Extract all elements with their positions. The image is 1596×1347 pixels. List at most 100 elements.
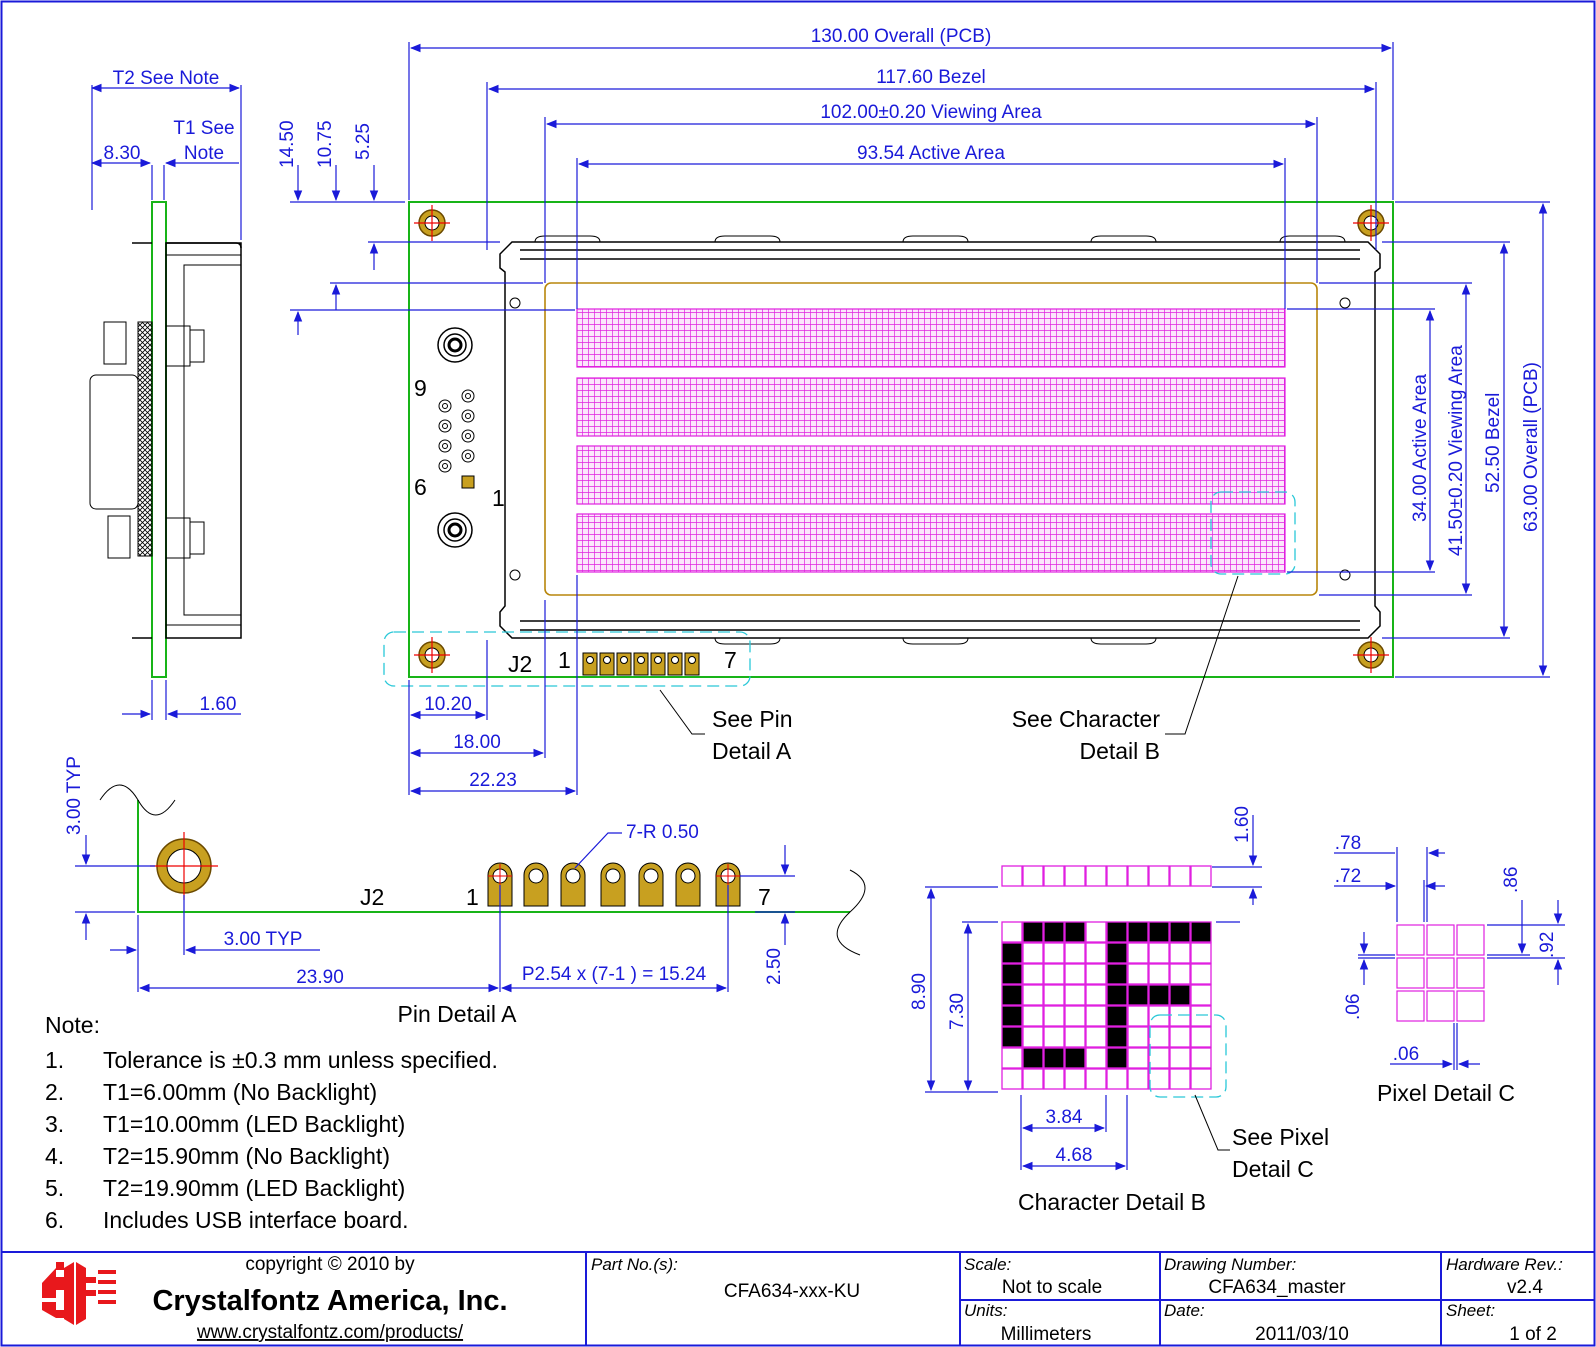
character-detail-b <box>1001 865 1212 1090</box>
char-pixel <box>1169 963 1191 985</box>
lcd-row-2 <box>576 377 1286 437</box>
side-bezel <box>165 242 242 639</box>
front-dims-top: 130.00 Overall (PCB) 117.60 Bezel 102.00… <box>277 26 1394 335</box>
pin-detail-pads <box>487 862 741 907</box>
pixel-detail-title: Pixel Detail C <box>1377 1080 1515 1106</box>
dim-pcb-thickness: 1.60 <box>200 694 237 715</box>
char-pixel <box>1127 921 1149 943</box>
char-pixel <box>1022 1068 1044 1090</box>
char-pixel <box>1022 921 1044 943</box>
front-view: 9 6 1 J2 1 7 See Pin Detail A See Charac… <box>383 201 1394 764</box>
j2-pin1-label: 1 <box>558 647 571 673</box>
note-4-text: T2=15.90mm (No Backlight) <box>103 1143 390 1169</box>
char-pixel <box>1127 942 1149 964</box>
lcd-row-3 <box>576 445 1286 505</box>
char-pixel <box>1190 921 1212 943</box>
date-value: 2011/03/10 <box>1255 1324 1349 1345</box>
char-pixel <box>1001 1047 1023 1069</box>
char-pixel <box>1001 921 1023 943</box>
pin-detail-hole <box>150 832 218 900</box>
connector-pin9-label: 9 <box>414 375 427 401</box>
char-pixel <box>1169 1047 1191 1069</box>
dim-300-typ-v: 3.00 TYP <box>64 756 85 835</box>
char-pixel <box>1064 1068 1086 1090</box>
pin-detail-a: J2 1 7 7-R 0.50 3.00 TYP 3.00 TYP 23.90 … <box>64 756 866 1027</box>
see-pixel-line2: Detail C <box>1232 1156 1314 1182</box>
char-top-cell <box>1148 865 1170 887</box>
char-pixel <box>1148 1005 1170 1027</box>
char-pixel <box>1022 984 1044 1006</box>
note-5-num: 5. <box>45 1175 64 1201</box>
pixel-detail-callout <box>1149 1014 1227 1098</box>
note-2-text: T1=6.00mm (No Backlight) <box>103 1079 377 1105</box>
dim-300-typ-h: 3.00 TYP <box>224 929 303 950</box>
char-pixel <box>1127 1005 1149 1027</box>
char-detail-callout <box>1210 491 1296 575</box>
char-pixel <box>1169 1068 1191 1090</box>
part-value: CFA634-xxx-KU <box>724 1281 860 1302</box>
dim-viewing-area-height: 41.50±0.20 Viewing Area <box>1446 345 1467 556</box>
char-pixel <box>1169 984 1191 1006</box>
dim-830: 8.30 <box>104 143 141 164</box>
char-top-cell <box>1127 865 1149 887</box>
dim-overall-pcb-height: 63.00 Overall (PCB) <box>1521 362 1542 532</box>
dim-160: 1.60 <box>1232 806 1253 843</box>
dim-active-area-height: 34.00 Active Area <box>1410 374 1431 522</box>
char-pixel <box>1085 963 1107 985</box>
char-pixel <box>1043 1068 1065 1090</box>
company-logo <box>42 1262 116 1325</box>
notes-section: Note: 1. Tolerance is ±0.3 mm unless spe… <box>45 1012 498 1233</box>
part-label: Part No.(s): <box>591 1255 678 1274</box>
pin-detail-j2-label: J2 <box>360 884 384 910</box>
char-pixel <box>1106 1005 1128 1027</box>
char-pixel <box>1085 1068 1107 1090</box>
dim-525: 5.25 <box>353 123 374 160</box>
dim-r050: 7-R 0.50 <box>626 822 699 843</box>
char-pixel <box>1043 963 1065 985</box>
note-1-num: 1. <box>45 1047 64 1073</box>
char-pixel <box>1001 942 1023 964</box>
char-pixel <box>1064 921 1086 943</box>
dim-006-h: .06 <box>1393 1044 1419 1065</box>
char-top-cell <box>1043 865 1065 887</box>
char-pixel <box>1043 984 1065 1006</box>
char-pixel <box>1043 942 1065 964</box>
dim-072: .72 <box>1335 866 1361 887</box>
mounting-hole-br <box>1353 637 1389 673</box>
char-pixel <box>1148 942 1170 964</box>
connector-pin1-label: 1 <box>492 485 505 511</box>
pin-detail-callout <box>383 631 751 687</box>
char-pixel <box>1064 1005 1086 1027</box>
char-pixel <box>1106 963 1128 985</box>
hardware-rev-label: Hardware Rev.: <box>1446 1255 1563 1274</box>
note-2-num: 2. <box>45 1079 64 1105</box>
char-pixel <box>1190 1068 1212 1090</box>
note-3-text: T1=10.00mm (LED Backlight) <box>103 1111 405 1137</box>
dim-1450: 14.50 <box>277 120 298 168</box>
char-pixel <box>1106 1047 1128 1069</box>
char-top-cell <box>1085 865 1107 887</box>
dim-bezel-height: 52.50 Bezel <box>1483 393 1504 493</box>
note-5-text: T2=19.90mm (LED Backlight) <box>103 1175 405 1201</box>
lcd-row-4 <box>576 513 1286 573</box>
char-pixel <box>1106 984 1128 1006</box>
dim-1800: 18.00 <box>453 732 501 753</box>
char-detail-title: Character Detail B <box>1018 1189 1206 1215</box>
dim-overall-pcb-width: 130.00 Overall (PCB) <box>811 26 992 47</box>
dim-2223: 22.23 <box>469 770 517 791</box>
scale-label: Scale: <box>964 1255 1012 1274</box>
char-pixel <box>1085 1047 1107 1069</box>
char-pixel <box>1064 1047 1086 1069</box>
sheet-value: 1 of 2 <box>1509 1324 1557 1345</box>
char-pixel <box>1190 1005 1212 1027</box>
char-pixel <box>1169 1026 1191 1048</box>
char-pixel <box>1022 1005 1044 1027</box>
front-pcb <box>408 201 1394 678</box>
see-char-line1: See Character <box>1012 706 1161 732</box>
pin-detail-title: Pin Detail A <box>398 1001 518 1027</box>
copyright-text: copyright © 2010 by <box>245 1254 415 1275</box>
char-pixel <box>1022 963 1044 985</box>
char-pixel <box>1064 963 1086 985</box>
dim-1075: 10.75 <box>315 120 336 168</box>
char-pixel <box>1085 1005 1107 1027</box>
